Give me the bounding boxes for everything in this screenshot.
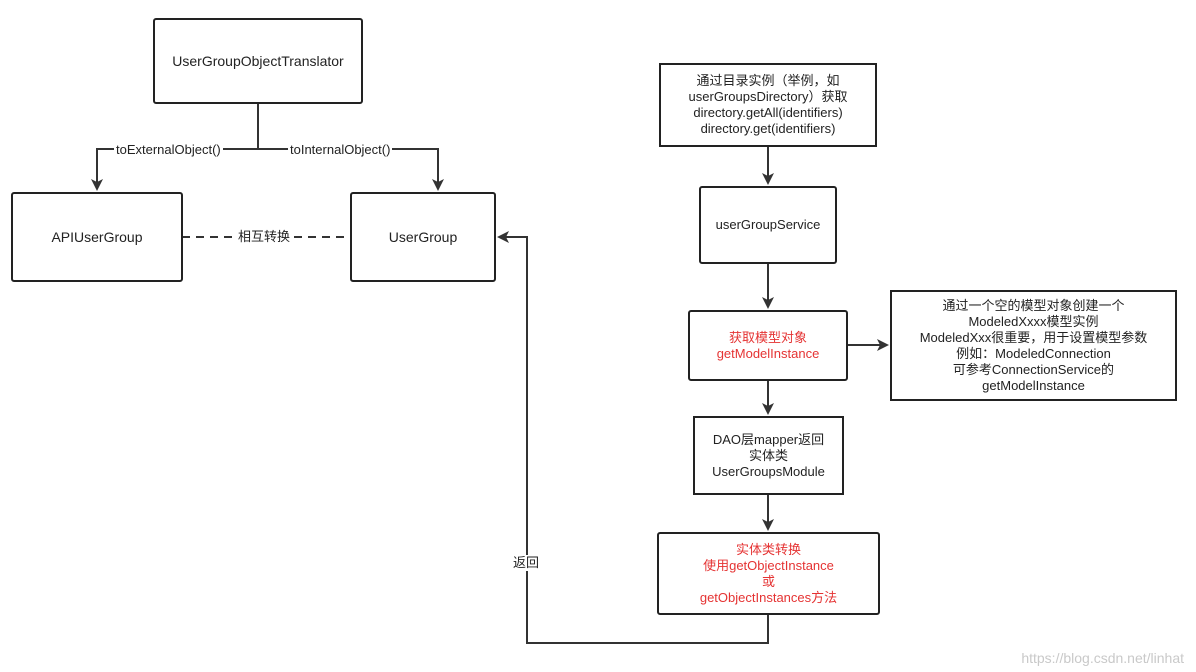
watermark: https://blog.csdn.net/linhat: [1021, 650, 1184, 666]
node-note: 通过一个空的模型对象创建一个 ModeledXxxx模型实例 ModeledXx…: [890, 290, 1177, 401]
node-convert: 实体类转换 使用getObjectInstance 或 getObjectIns…: [657, 532, 880, 615]
node-user-group: UserGroup: [350, 192, 496, 282]
node-dao: DAO层mapper返回 实体类 UserGroupsModule: [693, 416, 844, 495]
node-api-user-group: APIUserGroup: [11, 192, 183, 282]
edge-return: [497, 231, 769, 644]
node-directory: 通过目录实例（举例，如 userGroupsDirectory）获取 direc…: [659, 63, 877, 147]
node-service: userGroupService: [699, 186, 837, 264]
label-to-internal: toInternalObject(): [288, 142, 393, 158]
label-to-external: toExternalObject(): [114, 142, 223, 158]
node-translator: UserGroupObjectTranslator: [153, 18, 363, 104]
node-get-model: 获取模型对象 getModelInstance: [688, 310, 848, 381]
label-return: 返回: [511, 555, 542, 571]
label-mutual: 相互转换: [236, 229, 293, 245]
